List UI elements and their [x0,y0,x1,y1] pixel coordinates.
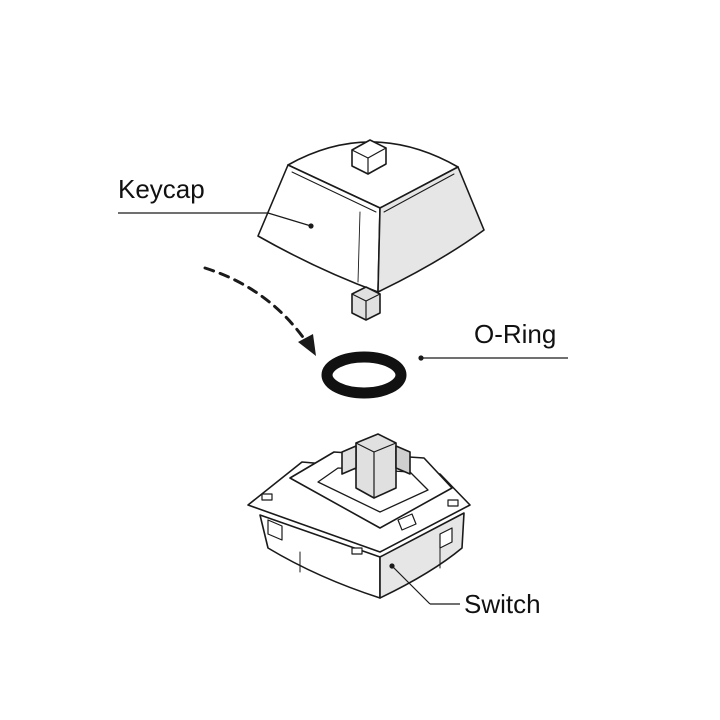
keycap-leader [118,212,314,229]
keycap-label: Keycap [118,174,205,204]
o-ring-illustration [321,351,407,399]
keycap-illustration [257,139,485,321]
switch-leader [389,563,460,605]
switch-illustration [247,433,471,599]
switch-label: Switch [464,589,541,619]
o-ring-label: O-Ring [474,319,556,349]
o-ring-leader [418,355,568,361]
assembly-arrow [203,266,316,356]
